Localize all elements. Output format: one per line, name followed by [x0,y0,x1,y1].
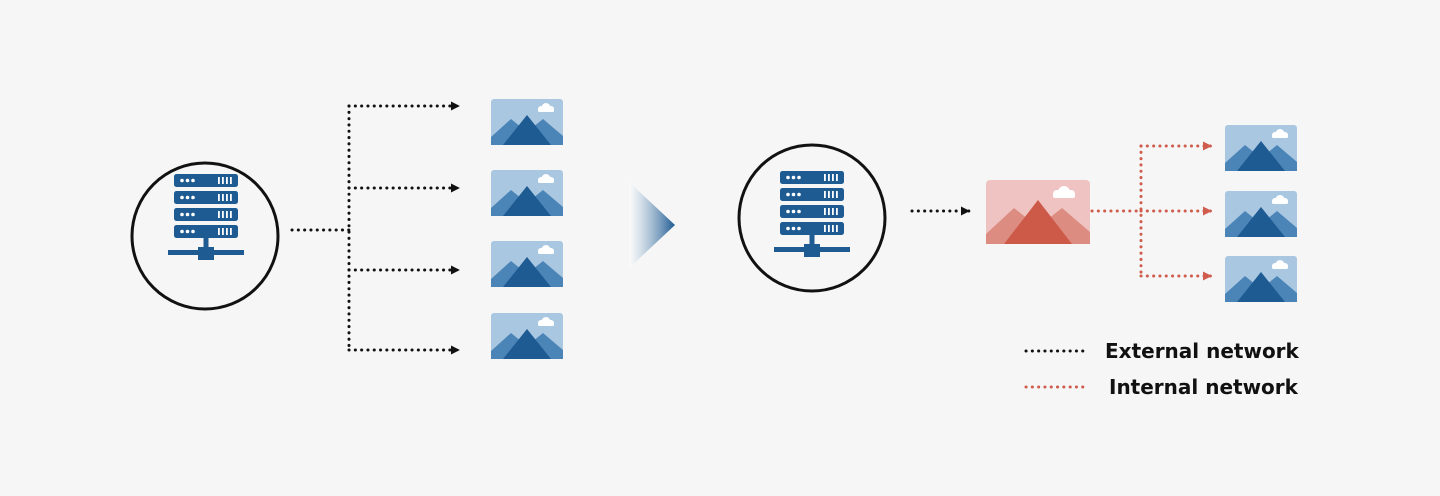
server-rack-icon [168,174,244,260]
legend-external-label: External network [1105,339,1299,363]
image-thumbnail-icon [491,241,563,287]
image-thumbnail-icon [491,313,563,359]
image-thumbnail-icon [491,99,563,145]
server-rack-icon [774,171,850,257]
right-chevron-arrow-icon [629,182,675,268]
image-thumbnail-icon [1225,256,1297,302]
image-thumbnail-icon [1225,191,1297,237]
internal-image-icon [986,180,1090,244]
left-server-circle [130,161,280,311]
legend-internal-label: Internal network [1109,375,1298,399]
left-external-connectors [290,101,461,355]
image-thumbnail-icon [491,170,563,216]
internal-connectors [1090,141,1213,281]
image-thumbnail-icon [1225,125,1297,171]
right-server-circle [737,143,887,293]
